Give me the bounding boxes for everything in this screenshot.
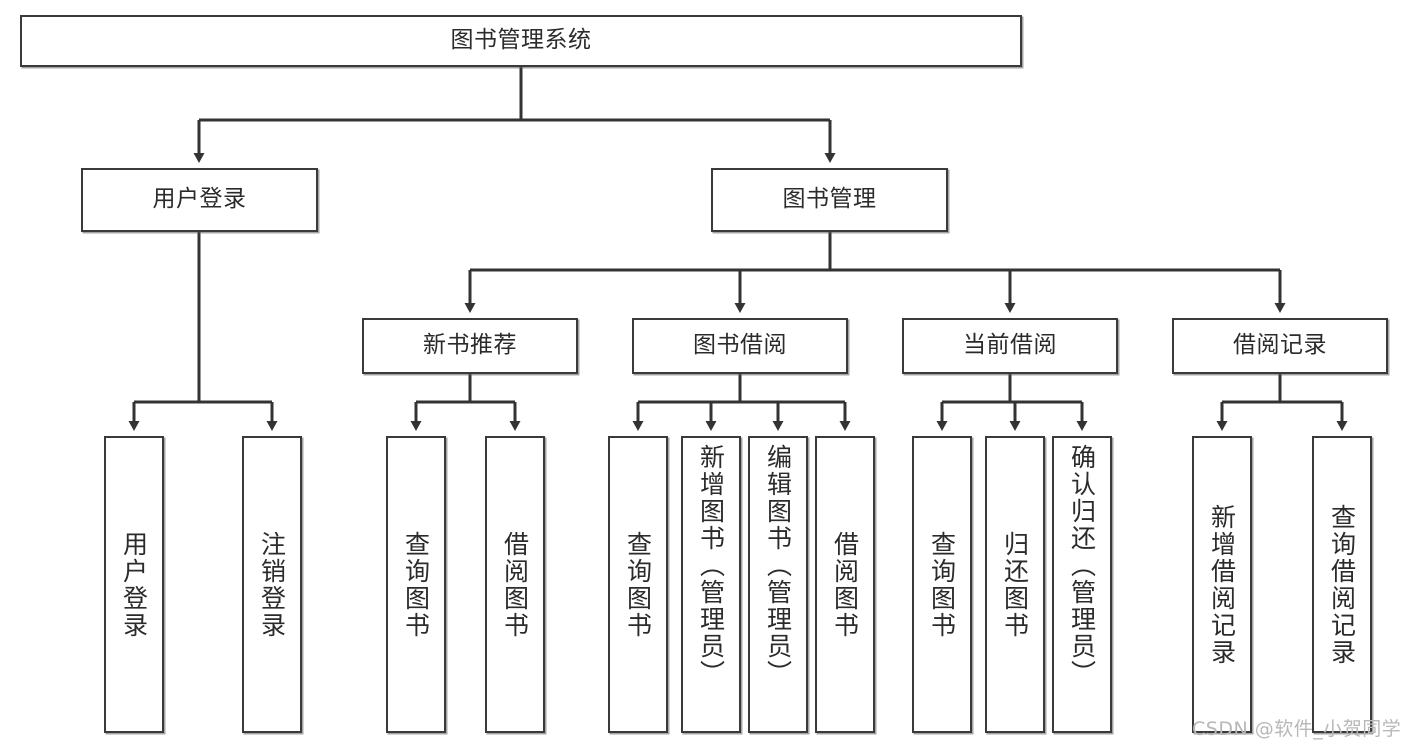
node-leaf-borrow-book-recommend-label: 借阅图书 [500,530,530,639]
node-leaf-return-book-label: 归还图书 [1000,530,1030,639]
node-leaf-user-login-label: 用户登录 [119,530,149,639]
node-leaf-query-book-borrow[interactable]: 查询图书 [608,436,668,733]
node-leaf-query-book-borrow-label: 查询图书 [623,530,653,639]
node-root[interactable]: 图书管理系统 [20,15,1022,67]
node-borrow-records[interactable]: 借阅记录 [1172,318,1388,374]
node-leaf-add-book-admin[interactable]: 新增图书（管理员） [681,436,741,733]
node-book-borrow-label: 图书借阅 [693,332,787,359]
node-book-management[interactable]: 图书管理 [711,168,948,232]
connector-lines [128,67,1348,431]
node-root-label: 图书管理系统 [450,27,592,54]
node-book-management-label: 图书管理 [782,186,877,213]
node-leaf-confirm-return-admin[interactable]: 确认归还（管理员） [1052,436,1112,733]
node-leaf-query-borrow-record-label: 查询借阅记录 [1327,503,1357,666]
node-new-book-recommend[interactable]: 新书推荐 [362,318,578,374]
node-leaf-add-borrow-record-label: 新增借阅记录 [1207,503,1237,666]
node-leaf-add-book-admin-label: 新增图书（管理员） [696,444,726,687]
node-leaf-logout-label: 注销登录 [257,530,287,639]
node-leaf-logout[interactable]: 注销登录 [242,436,302,733]
node-current-borrow-label: 当前借阅 [963,332,1057,359]
node-leaf-query-book-current-label: 查询图书 [927,530,957,639]
node-user-login[interactable]: 用户登录 [81,168,318,232]
node-leaf-add-borrow-record[interactable]: 新增借阅记录 [1192,436,1252,733]
node-leaf-return-book[interactable]: 归还图书 [985,436,1045,733]
node-leaf-query-book-recommend[interactable]: 查询图书 [386,436,446,733]
node-leaf-query-book-recommend-label: 查询图书 [401,530,431,639]
node-leaf-borrow-book-recommend[interactable]: 借阅图书 [485,436,545,733]
node-leaf-confirm-return-admin-label: 确认归还（管理员） [1067,444,1097,687]
node-leaf-query-book-current[interactable]: 查询图书 [912,436,972,733]
node-user-login-label: 用户登录 [152,186,247,213]
node-current-borrow[interactable]: 当前借阅 [902,318,1118,374]
node-new-book-recommend-label: 新书推荐 [423,332,517,359]
node-leaf-edit-book-admin-label: 编辑图书（管理员） [763,444,793,687]
node-leaf-borrow-book[interactable]: 借阅图书 [815,436,875,733]
node-leaf-user-login[interactable]: 用户登录 [104,436,164,733]
node-book-borrow[interactable]: 图书借阅 [632,318,848,374]
node-borrow-records-label: 借阅记录 [1233,332,1327,359]
node-leaf-borrow-book-label: 借阅图书 [830,530,860,639]
node-leaf-query-borrow-record[interactable]: 查询借阅记录 [1312,436,1372,733]
node-leaf-edit-book-admin[interactable]: 编辑图书（管理员） [748,436,808,733]
